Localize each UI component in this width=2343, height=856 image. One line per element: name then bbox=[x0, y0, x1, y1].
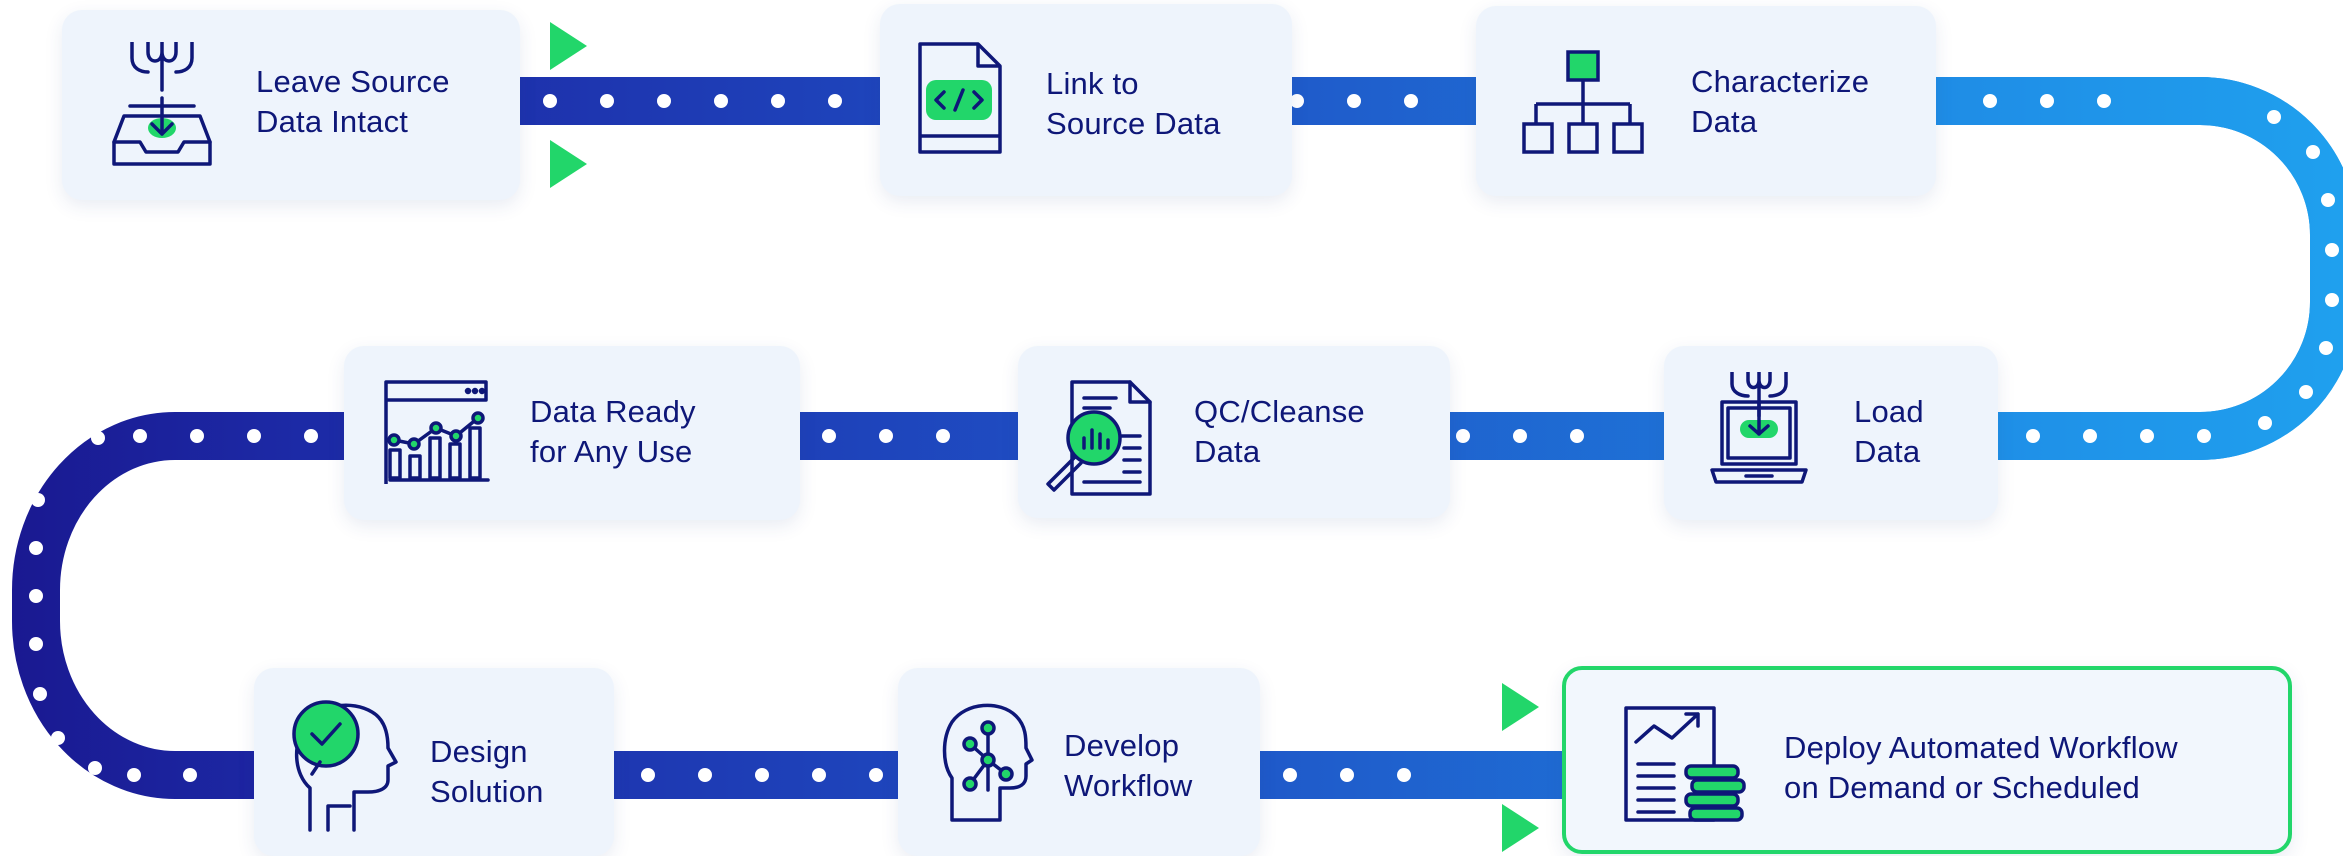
track-dot bbox=[1347, 94, 1361, 108]
track-dot bbox=[641, 768, 655, 782]
step-card-qc-cleanse: QC/Cleanse Data bbox=[1018, 346, 1450, 518]
step-card-characterize: Characterize Data bbox=[1476, 6, 1936, 196]
step-label-design: Design Solution bbox=[430, 734, 544, 809]
track-dot bbox=[543, 94, 557, 108]
track-dot bbox=[2040, 94, 2054, 108]
step-card-leave-source: Leave Source Data Intact bbox=[62, 10, 520, 200]
track-dot bbox=[2319, 341, 2333, 355]
code-document-icon bbox=[918, 42, 1002, 154]
track-dot bbox=[29, 589, 43, 603]
step-label-leave-source: Leave Source Data Intact bbox=[256, 64, 450, 139]
report-coins-icon bbox=[1624, 706, 1746, 822]
head-check-icon bbox=[292, 700, 398, 832]
step-card-data-ready: Data Ready for Any Use bbox=[344, 346, 800, 520]
laptop-download-icon bbox=[1710, 372, 1808, 484]
step-label-data-ready: Data Ready for Any Use bbox=[530, 394, 696, 469]
step-label-load: Load Data bbox=[1854, 394, 1924, 469]
track-dot bbox=[2197, 429, 2211, 443]
track-dot bbox=[771, 94, 785, 108]
track-dot bbox=[755, 768, 769, 782]
track-dot bbox=[183, 768, 197, 782]
track-dot bbox=[822, 429, 836, 443]
track-dot bbox=[2299, 385, 2313, 399]
arrow-top-upper bbox=[550, 22, 587, 70]
track-dot bbox=[2321, 193, 2335, 207]
step-label-link-source: Link to Source Data bbox=[1046, 66, 1221, 141]
track-dot bbox=[51, 731, 65, 745]
track-dot bbox=[29, 541, 43, 555]
track-dot bbox=[2306, 145, 2320, 159]
track-dot bbox=[29, 637, 43, 651]
track-dot bbox=[1340, 768, 1354, 782]
step-card-link-source: Link to Source Data bbox=[880, 4, 1292, 196]
track-dot bbox=[91, 431, 105, 445]
track-dot bbox=[2325, 243, 2339, 257]
track-dot bbox=[2097, 94, 2111, 108]
track-dot bbox=[600, 94, 614, 108]
step-label-characterize: Characterize Data bbox=[1691, 64, 1870, 139]
track-dot bbox=[936, 429, 950, 443]
track-dot bbox=[879, 429, 893, 443]
track-dot bbox=[812, 768, 826, 782]
track-dot bbox=[1283, 768, 1297, 782]
track-dot bbox=[2083, 429, 2097, 443]
inbox-download-icon bbox=[112, 42, 212, 166]
track-dot bbox=[714, 94, 728, 108]
track-dot bbox=[1456, 429, 1470, 443]
track-dot bbox=[133, 429, 147, 443]
track-dot bbox=[2325, 293, 2339, 307]
head-network-icon bbox=[942, 703, 1034, 822]
step-label-qc-cleanse: QC/Cleanse Data bbox=[1194, 394, 1365, 469]
track-dot bbox=[33, 687, 47, 701]
track-dot bbox=[2140, 429, 2154, 443]
track-dot bbox=[2026, 429, 2040, 443]
arrow-top-lower bbox=[550, 140, 587, 188]
arrow-bottom-upper bbox=[1502, 683, 1539, 731]
step-card-develop: Develop Workflow bbox=[898, 668, 1260, 856]
step-label-develop: Develop Workflow bbox=[1064, 728, 1193, 803]
track-dot bbox=[127, 768, 141, 782]
step-card-deploy: Deploy Automated Workflow on Demand or S… bbox=[1562, 666, 2292, 854]
track-dot bbox=[698, 768, 712, 782]
track-dot bbox=[1397, 768, 1411, 782]
track-dot bbox=[1290, 94, 1304, 108]
track-dot bbox=[1513, 429, 1527, 443]
track-dot bbox=[48, 451, 62, 465]
track-dots bbox=[29, 94, 2339, 782]
document-search-icon bbox=[1046, 380, 1152, 496]
track-dot bbox=[247, 429, 261, 443]
track-dot bbox=[869, 768, 883, 782]
track-dot bbox=[2258, 416, 2272, 430]
track-dot bbox=[657, 94, 671, 108]
track-dot bbox=[304, 429, 318, 443]
dashboard-chart-icon bbox=[384, 380, 490, 484]
track-dot bbox=[31, 493, 45, 507]
hierarchy-icon bbox=[1522, 50, 1644, 154]
track-dot bbox=[828, 94, 842, 108]
track-dot bbox=[88, 761, 102, 775]
step-card-design: Design Solution bbox=[254, 668, 614, 856]
track-dot bbox=[1404, 94, 1418, 108]
track-dot bbox=[2267, 110, 2281, 124]
track-dot bbox=[190, 429, 204, 443]
track-arc-left bbox=[12, 412, 340, 799]
step-label-deploy: Deploy Automated Workflow on Demand or S… bbox=[1784, 730, 2178, 805]
step-card-load: Load Data bbox=[1664, 346, 1998, 520]
track-dot bbox=[1570, 429, 1584, 443]
arrow-bottom-lower bbox=[1502, 804, 1539, 852]
track-dot bbox=[1983, 94, 1997, 108]
